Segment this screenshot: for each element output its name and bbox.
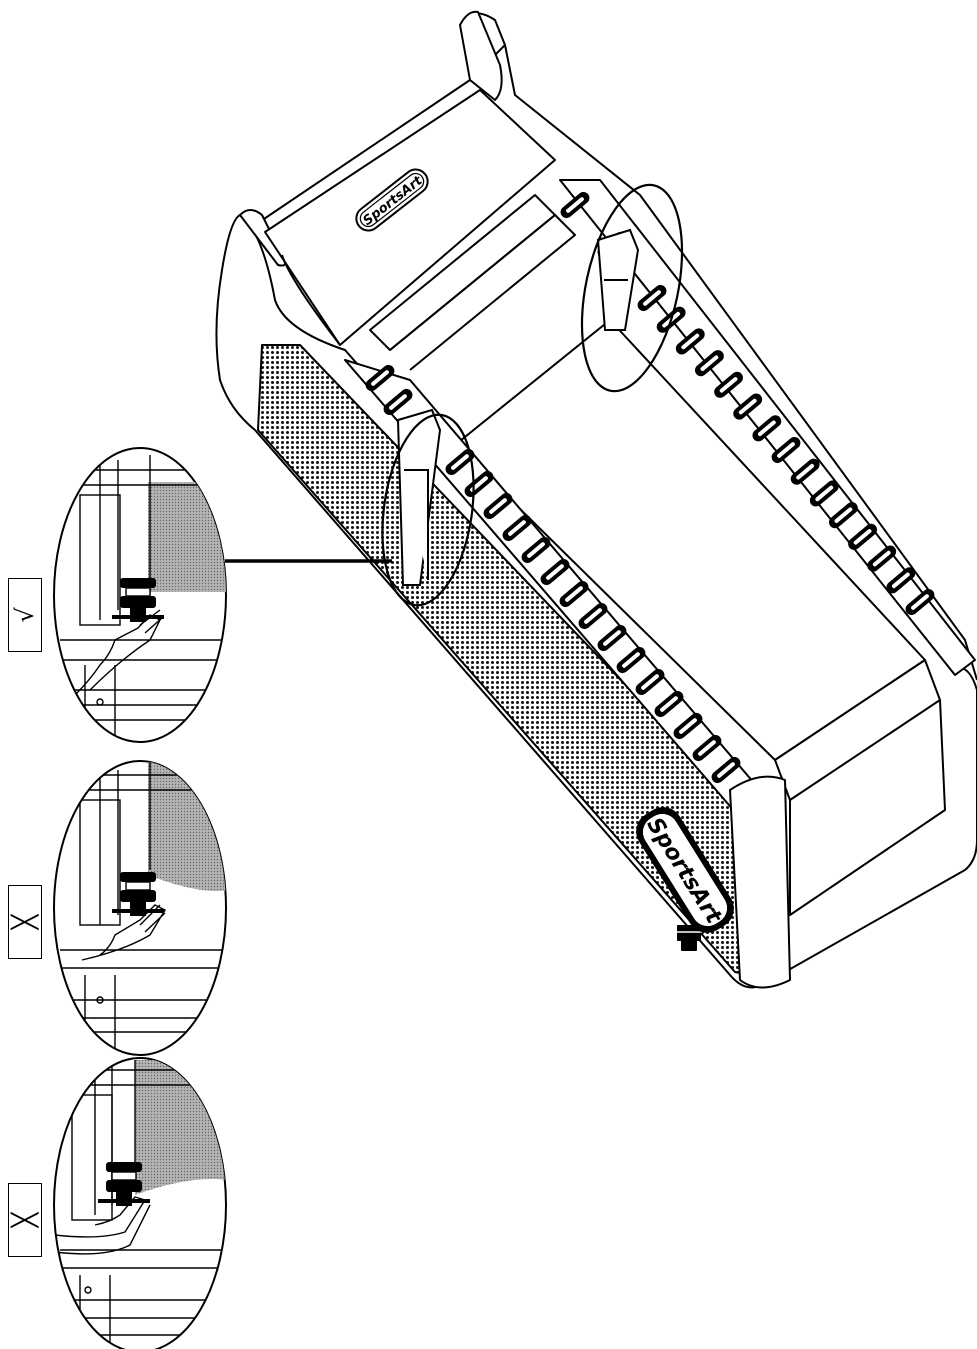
tread-highlight [698,740,716,756]
tread-highlight [679,718,697,734]
tread-highlight [584,608,602,624]
detail-view-1 [53,447,227,743]
adjustment-brackets [396,228,640,586]
leveling-foot [676,925,702,951]
tread-highlight [777,442,795,458]
tread-highlight [853,529,872,545]
treadmill [215,10,977,989]
leveling-knob [98,1162,150,1206]
tread-highlight [565,586,583,602]
rail-treads [365,191,935,784]
callout-circle-left [381,413,475,607]
tread-highlight [738,398,757,415]
tread-highlight [546,564,564,580]
motor-cover [264,89,556,346]
tread-highlight [603,630,621,646]
tread-highlight [643,290,661,306]
incorrect-mark-box-1: ╳ [8,885,42,959]
leveling-knob [112,578,164,622]
tread-highlight [489,498,507,514]
tread-highlight [717,762,735,778]
tread-highlight [527,542,545,558]
cross-mark-icon: ╳ [11,1212,39,1228]
tread-highlight [719,377,738,393]
tread-highlight [891,572,910,589]
check-mark-icon: √ [11,607,39,623]
tread-highlight [371,370,389,386]
tread-highlight [508,520,526,536]
tread-highlight [566,197,584,213]
correct-mark-box: √ [8,578,42,652]
tread-highlight [796,463,815,480]
tread-highlight [700,355,719,371]
detail-view-3 [53,1057,227,1349]
tread-highlight [834,507,853,523]
incorrect-mark-box-2: ╳ [8,1183,42,1257]
tread-highlight [757,420,776,437]
tread-highlight [389,394,407,410]
tread-highlight [872,550,891,567]
housing-outline [215,214,977,989]
cross-mark-icon: ╳ [11,914,39,930]
tread-highlight [622,652,640,668]
detail-view-2 [53,760,227,1056]
front-end-cap [729,775,791,989]
tread-highlight [911,594,929,610]
tread-highlight [451,454,469,470]
callout-circle-right [580,183,684,393]
tread-highlight [815,485,834,502]
tread-highlight [660,696,678,712]
leveling-knob [112,872,164,916]
tread-highlight [681,333,700,350]
tread-highlight [641,674,659,690]
